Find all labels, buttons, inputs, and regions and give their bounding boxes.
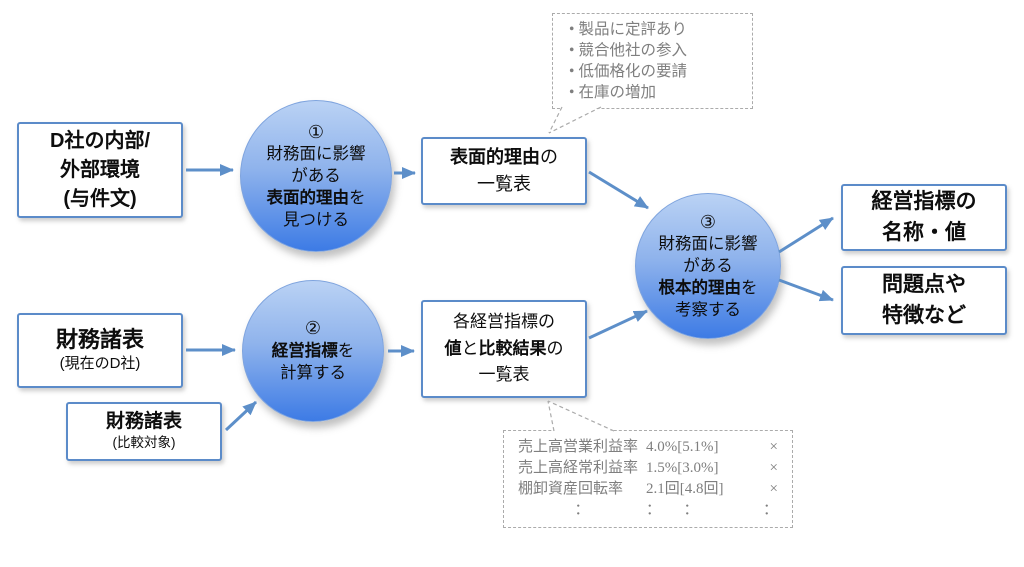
arrow-step3-to-issues bbox=[778, 278, 834, 302]
step2-line-rest: を bbox=[337, 342, 355, 361]
metric-mark: × bbox=[769, 460, 778, 476]
step3-line: 財務面に影響 bbox=[658, 235, 758, 254]
metric-mark: × bbox=[769, 481, 778, 497]
step2-text: ② 経営指標を 計算する bbox=[272, 317, 355, 384]
bullet-icon: • bbox=[569, 42, 575, 59]
financial-box-title: 財務諸表 bbox=[55, 327, 144, 353]
metric-mark: × bbox=[769, 439, 778, 455]
metric-name: 棚卸資産回転率 bbox=[518, 481, 624, 497]
metric-ellipsis: ： bbox=[574, 502, 590, 518]
bottom-callout-tail bbox=[547, 400, 615, 432]
metrics-values-callout: 売上高営業利益率 4.0%[5.1%] × 売上高経常利益率 1.5%[3.0%… bbox=[503, 430, 793, 528]
result-box-line: 経営指標の bbox=[871, 190, 977, 214]
arrow-step3-to-indicators bbox=[778, 216, 834, 254]
step3-line: がある bbox=[683, 257, 733, 276]
env-box: D社の内部/ 外部環境 (与件文) bbox=[17, 122, 183, 218]
step2-circle: ② 経営指標を 計算する bbox=[242, 280, 384, 422]
metric-value: 2.1回[4.8回] bbox=[646, 481, 724, 497]
result-box-indicators: 経営指標の 名称・値 bbox=[841, 184, 1007, 251]
metric-ellipsis-row: ： ： ： ： bbox=[518, 500, 778, 521]
metrics-rest: と bbox=[461, 338, 479, 358]
callout-item-text: 在庫の増加 bbox=[578, 84, 656, 101]
callout-item: •低価格化の要請 bbox=[569, 61, 744, 82]
tail-edge bbox=[547, 400, 615, 432]
metric-value: 1.5%[3.0%] bbox=[646, 460, 719, 476]
callout-item-text: 低価格化の要請 bbox=[578, 63, 687, 80]
metric-name: 売上高経常利益率 bbox=[518, 460, 639, 476]
bullet-icon: • bbox=[569, 63, 575, 80]
result-box-line: 名称・値 bbox=[882, 220, 966, 244]
callout-item: •競合他社の参入 bbox=[569, 40, 744, 61]
step3-number: ③ bbox=[699, 211, 717, 232]
metric-row: 売上高営業利益率 4.0%[5.1%] × bbox=[518, 437, 778, 458]
surface-list-line: 一覧表 bbox=[477, 174, 531, 194]
step1-line: 表面的理由を bbox=[267, 188, 366, 210]
financial-box-current: 財務諸表 (現在のD社) bbox=[17, 313, 183, 388]
step3-text: ③ 財務面に影響 がある 根本的理由を 考察する bbox=[659, 211, 758, 322]
metrics-list-line: 値と比較結果の bbox=[445, 336, 564, 362]
step1-line: 財務面に影響 bbox=[266, 145, 366, 164]
financial-box-title: 財務諸表 bbox=[105, 410, 182, 432]
top-callout-tail bbox=[548, 106, 602, 134]
env-box-line: 外部環境 bbox=[60, 158, 140, 181]
callout-item-text: 製品に定評あり bbox=[578, 21, 687, 38]
env-box-line: D社の内部/ bbox=[50, 129, 150, 152]
arrow-fin2-to-step2 bbox=[224, 400, 258, 432]
metrics-rest: の bbox=[546, 338, 564, 358]
result-box-issues: 問題点や 特徴など bbox=[841, 266, 1007, 335]
metrics-list-box: 各経営指標の 値と比較結果の 一覧表 bbox=[421, 300, 587, 398]
result-box-line: 特徴など bbox=[882, 303, 966, 327]
surface-list-bold: 表面的理由 bbox=[450, 147, 540, 167]
step3-line: 根本的理由を bbox=[659, 278, 758, 300]
step2-line: 計算する bbox=[280, 363, 346, 382]
step1-line: 見つける bbox=[283, 210, 349, 229]
step3-line: 考察する bbox=[675, 300, 741, 319]
financial-box-benchmark: 財務諸表 (比較対象) bbox=[66, 402, 222, 461]
env-box-line: (与件文) bbox=[63, 187, 137, 210]
arrow-metrics-to-step3 bbox=[588, 309, 648, 340]
step2-number: ② bbox=[304, 318, 322, 339]
step1-circle: ① 財務面に影響 がある 表面的理由を 見つける bbox=[240, 100, 392, 252]
step1-line: がある bbox=[291, 167, 341, 186]
step3-line-rest: を bbox=[741, 278, 758, 297]
tail-fill bbox=[549, 106, 601, 133]
surface-list-box: 表面的理由の 一覧表 bbox=[421, 137, 587, 205]
metrics-list-line: 一覧表 bbox=[478, 365, 530, 385]
metrics-bold: 比較結果 bbox=[478, 338, 547, 358]
metric-row: 棚卸資産回転率 2.1回[4.8回] × bbox=[518, 479, 778, 500]
financial-box-subtitle: (現在のD社) bbox=[59, 354, 141, 372]
surface-reasons-callout: •製品に定評あり •競合他社の参入 •低価格化の要請 •在庫の増加 bbox=[552, 13, 753, 109]
metric-value: 4.0%[5.1%] bbox=[646, 439, 719, 455]
tail-edge bbox=[548, 106, 563, 134]
step1-line-bold: 表面的理由 bbox=[266, 188, 350, 207]
surface-list-line: 表面的理由の bbox=[450, 144, 558, 171]
metric-row: 売上高経常利益率 1.5%[3.0%] × bbox=[518, 458, 778, 479]
step3-circle: ③ 財務面に影響 がある 根本的理由を 考察する bbox=[635, 193, 781, 339]
callout-item: •製品に定評あり bbox=[569, 19, 744, 40]
metric-ellipsis: ： ： bbox=[646, 502, 699, 518]
callout-item-text: 競合他社の参入 bbox=[578, 42, 687, 59]
step1-line-rest: を bbox=[349, 188, 366, 207]
metrics-list-line: 各経営指標の bbox=[453, 312, 555, 332]
metric-ellipsis: ： bbox=[762, 502, 778, 518]
bullet-icon: • bbox=[569, 84, 575, 101]
surface-list-rest: の bbox=[540, 147, 558, 167]
step2-line: 経営指標を bbox=[272, 341, 355, 363]
metric-name: 売上高営業利益率 bbox=[518, 439, 639, 455]
step1-text: ① 財務面に影響 がある 表面的理由を 見つける bbox=[267, 121, 366, 232]
step2-line-bold: 経営指標 bbox=[271, 342, 338, 361]
tail-edge bbox=[547, 400, 555, 432]
step1-number: ① bbox=[307, 121, 325, 142]
tail-edge bbox=[548, 106, 602, 134]
tail-fill bbox=[548, 401, 614, 432]
callout-item: •在庫の増加 bbox=[569, 82, 744, 103]
financial-box-subtitle: (比較対象) bbox=[112, 434, 176, 450]
step3-line-bold: 根本的理由 bbox=[658, 278, 742, 297]
result-box-line: 問題点や bbox=[882, 273, 966, 297]
metrics-bold: 値 bbox=[444, 338, 462, 358]
arrow-surface-to-step3 bbox=[588, 170, 649, 210]
bullet-icon: • bbox=[569, 21, 575, 38]
